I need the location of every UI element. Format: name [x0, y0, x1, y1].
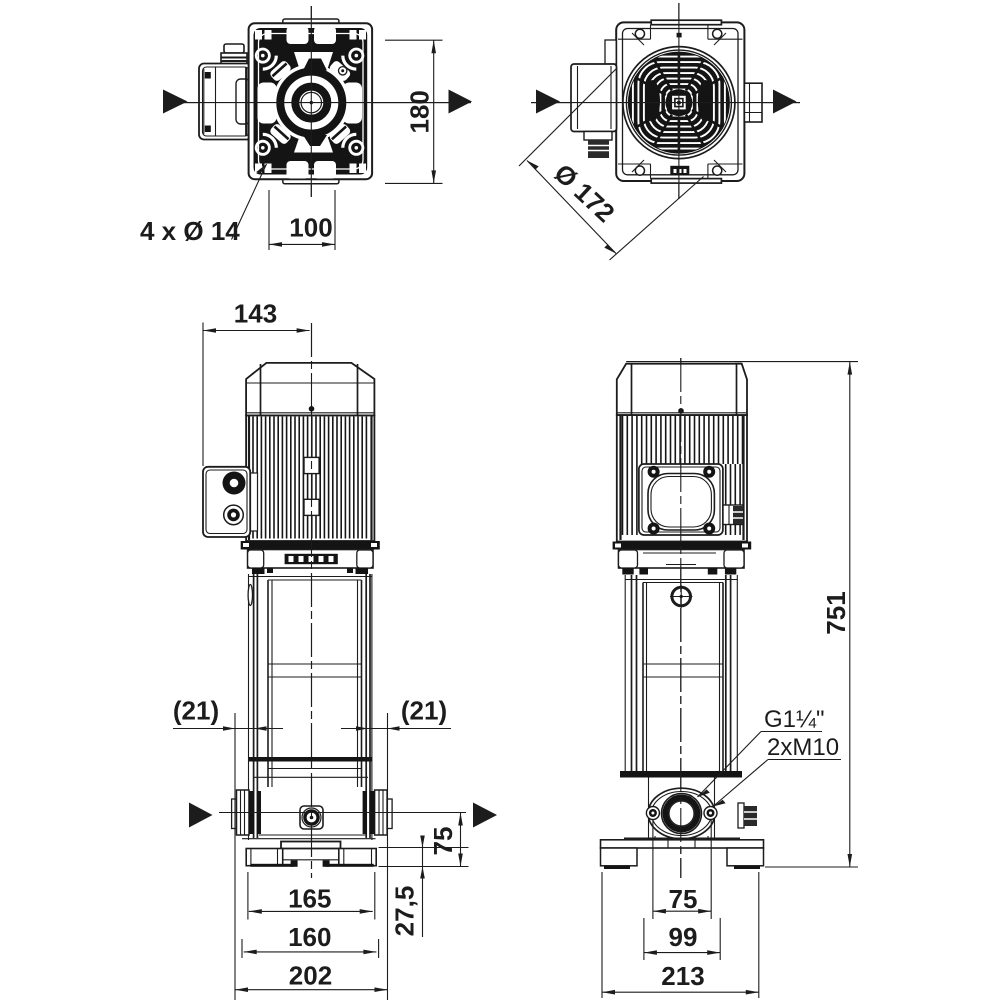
svg-text:100: 100 [289, 213, 332, 243]
svg-text:180: 180 [405, 90, 435, 133]
svg-text:751: 751 [821, 591, 851, 634]
svg-text:75: 75 [669, 884, 698, 914]
svg-text:75: 75 [428, 827, 458, 856]
svg-text:99: 99 [669, 922, 698, 952]
svg-text:4 x Ø 14: 4 x Ø 14 [140, 216, 240, 246]
svg-text:213: 213 [661, 961, 704, 991]
svg-text:(21): (21) [401, 696, 447, 726]
svg-text:202: 202 [289, 961, 332, 991]
svg-text:G1¼": G1¼" [764, 706, 825, 733]
svg-text:143: 143 [234, 299, 277, 329]
svg-text:165: 165 [288, 884, 331, 914]
svg-text:160: 160 [288, 922, 331, 952]
svg-text:27,5: 27,5 [390, 886, 420, 937]
svg-text:2xM10: 2xM10 [767, 734, 839, 761]
svg-text:(21): (21) [173, 696, 219, 726]
